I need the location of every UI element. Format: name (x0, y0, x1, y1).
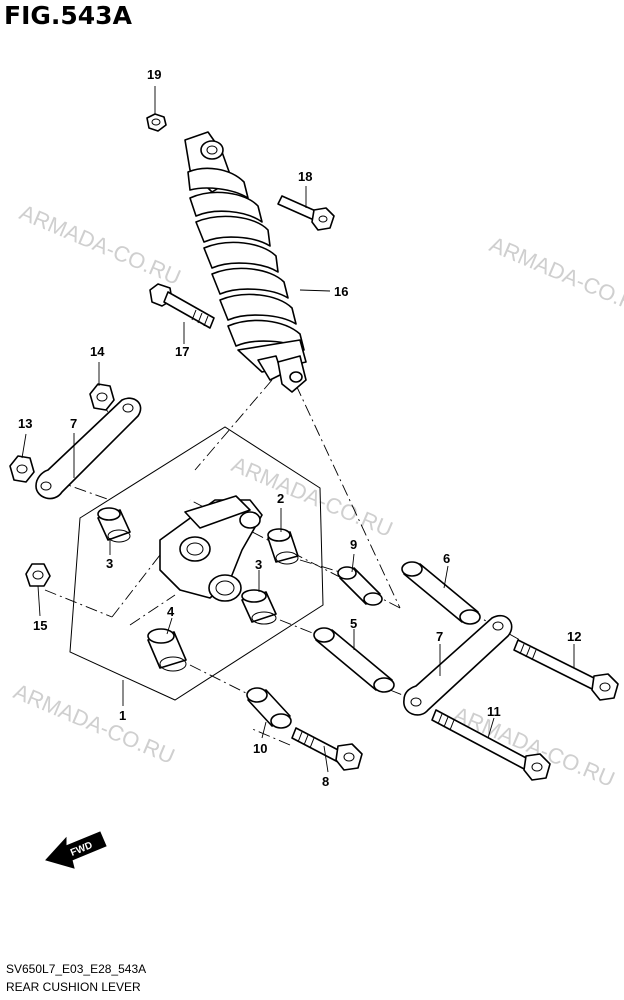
bolt-17 (149, 283, 215, 329)
bolt-8 (291, 727, 363, 771)
callout-7-right: 7 (436, 629, 443, 644)
callout-8: 8 (322, 774, 329, 789)
watermark: ARMADA-CO.RU (16, 200, 184, 290)
nut-14 (89, 383, 115, 411)
watermark: ARMADA-CO.RU (486, 232, 624, 322)
callout-3-left: 3 (106, 556, 113, 571)
figure-code: SV650L7_E03_E28_543A (6, 962, 146, 976)
bearing-3-right (241, 589, 277, 625)
bolt-18 (277, 195, 335, 231)
callout-11: 11 (487, 704, 501, 719)
nut-15 (25, 563, 51, 587)
callout-5: 5 (350, 616, 357, 631)
spacer-6 (401, 561, 481, 625)
callout-18: 18 (298, 169, 312, 184)
callout-10: 10 (253, 741, 267, 756)
callout-2: 2 (277, 491, 284, 506)
callout-3-right: 3 (255, 557, 262, 572)
bearing-2 (267, 528, 299, 565)
figure-title: FIG.543A (4, 1, 133, 30)
rod-7-left (35, 397, 142, 500)
rod-7-right (403, 614, 513, 716)
callouts: 19 18 16 17 14 7 13 2 3 3 4 9 6 5 15 7 1… (18, 67, 581, 789)
spacer-9 (337, 566, 383, 606)
assembly-outline (69, 426, 324, 701)
callout-6: 6 (443, 551, 450, 566)
callout-7-left: 7 (70, 416, 77, 431)
callout-16: 16 (334, 284, 348, 299)
callout-9: 9 (350, 537, 357, 552)
callout-4: 4 (167, 604, 175, 619)
leader-lines (21, 86, 575, 773)
callout-17: 17 (175, 344, 189, 359)
cushion-lever-1 (159, 495, 263, 602)
bearing-4 (147, 628, 187, 672)
rear-shock-absorber-16 (184, 131, 307, 393)
callout-15: 15 (33, 618, 47, 633)
fwd-arrow-icon: FWD (45, 831, 107, 869)
watermark: ARMADA-CO.RU (10, 679, 178, 769)
nut-19 (146, 113, 167, 132)
bearing-3-left (97, 507, 131, 543)
callout-12: 12 (567, 629, 581, 644)
callout-1: 1 (119, 708, 126, 723)
callout-13: 13 (18, 416, 32, 431)
bolt-11 (431, 709, 551, 781)
figure-name: REAR CUSHION LEVER (6, 980, 141, 994)
callout-14: 14 (90, 344, 105, 359)
watermarks: ARMADA-CO.RU ARMADA-CO.RU ARMADA-CO.RU A… (10, 200, 624, 792)
spacer-5 (313, 627, 395, 693)
spacer-10 (246, 687, 292, 729)
nut-13 (9, 455, 35, 483)
bolt-12 (513, 639, 619, 701)
callout-19: 19 (147, 67, 161, 82)
